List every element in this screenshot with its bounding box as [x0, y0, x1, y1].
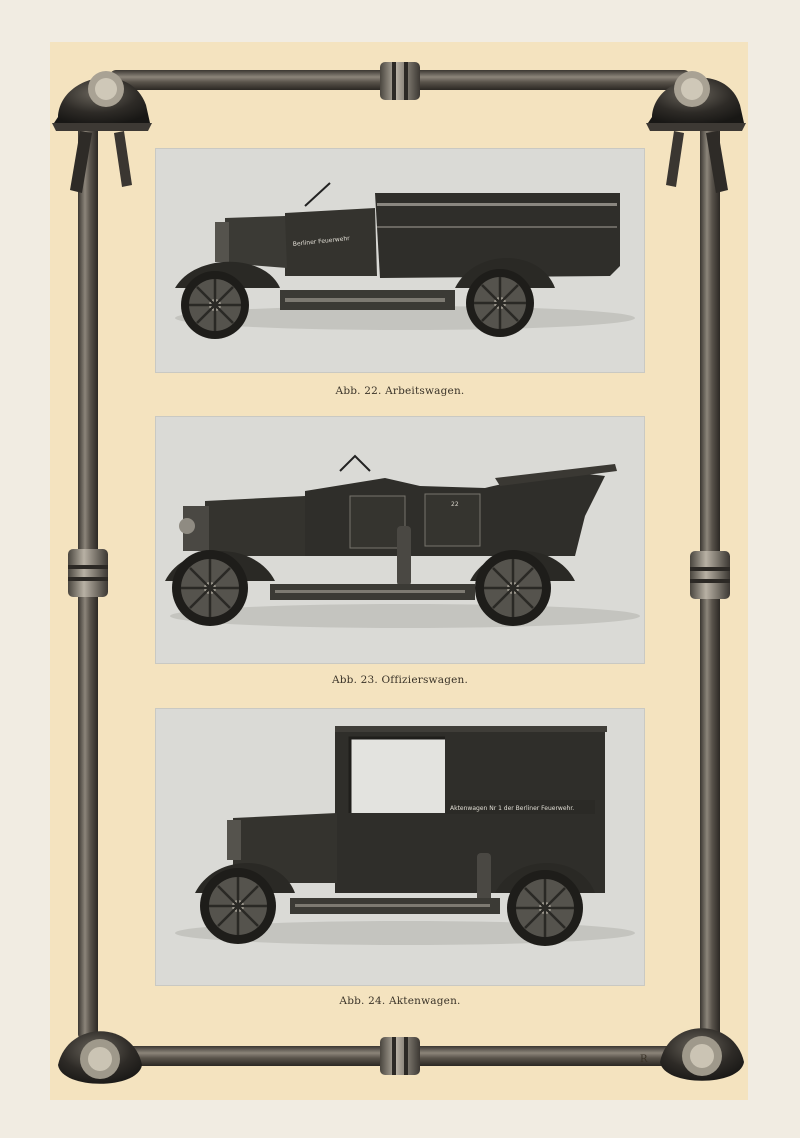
helmet-top-right [646, 71, 746, 193]
coupling-left [68, 549, 108, 597]
wheel-rear [475, 550, 551, 626]
photo-offizierswagen: 22 [155, 416, 645, 664]
wheel-front [181, 271, 249, 339]
photo-aktenwagen: Aktenwagen Nr 1 der Berliner Feuerwehr. [155, 708, 645, 986]
photo-arbeitswagen: Berliner Feuerwehr [155, 148, 645, 373]
wheel-rear [466, 269, 534, 337]
coupling-right [690, 551, 730, 599]
monogram: R [640, 1054, 648, 1065]
wheel-front [172, 550, 248, 626]
helmet-top-left [52, 71, 152, 193]
coupling-top [380, 62, 420, 100]
helmet-bottom-right [660, 1028, 744, 1081]
wheel-rear [507, 870, 583, 946]
wheel-front [200, 868, 276, 944]
vehicle-lettering-2: 22 [451, 501, 459, 508]
coupling-bottom [380, 1037, 420, 1075]
caption-abb-23: Abb. 23. Offizierswagen. [331, 674, 469, 686]
caption-abb-22: Abb. 22. Arbeitswagen. [335, 385, 465, 397]
caption-abb-24: Abb. 24. Aktenwagen. [339, 995, 461, 1007]
vehicle-lettering-3: Aktenwagen Nr 1 der Berliner Feuerwehr. [450, 805, 574, 812]
helmet-bottom-left [58, 1031, 142, 1084]
